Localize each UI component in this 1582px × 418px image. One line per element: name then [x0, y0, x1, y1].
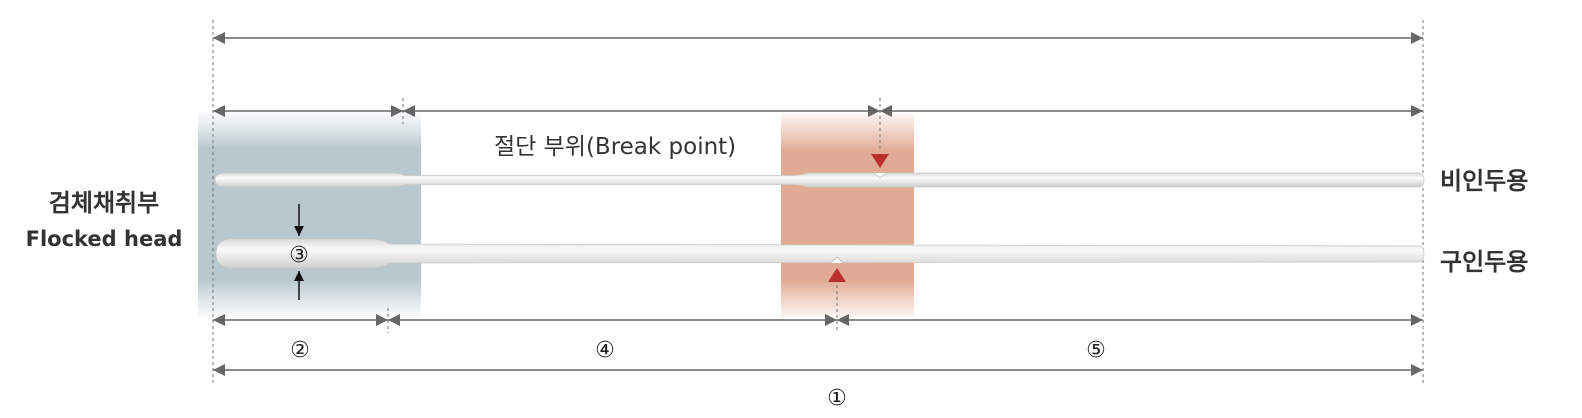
oral-label: 구인두용 [1440, 248, 1528, 276]
marker-3: ③ [289, 243, 309, 268]
marker-4: ④ [595, 338, 615, 363]
nasal-label: 비인두용 [1440, 167, 1528, 195]
head-label-en: Flocked head [26, 227, 183, 251]
break-arrow-oral [828, 268, 846, 282]
head-zone [198, 112, 421, 317]
break-arrow-nasal [871, 154, 889, 168]
break-point-label: 절단 부위(Break point) [494, 134, 736, 160]
dimension-lines [213, 32, 1423, 376]
oral-swab [215, 238, 1425, 269]
break-zone [781, 114, 914, 317]
head-label-ko: 검체채취부 [49, 189, 159, 217]
marker-1: ① [827, 386, 847, 411]
nasal-swab [214, 172, 1425, 188]
marker-2: ② [290, 338, 310, 363]
marker-5: ⑤ [1086, 338, 1106, 363]
